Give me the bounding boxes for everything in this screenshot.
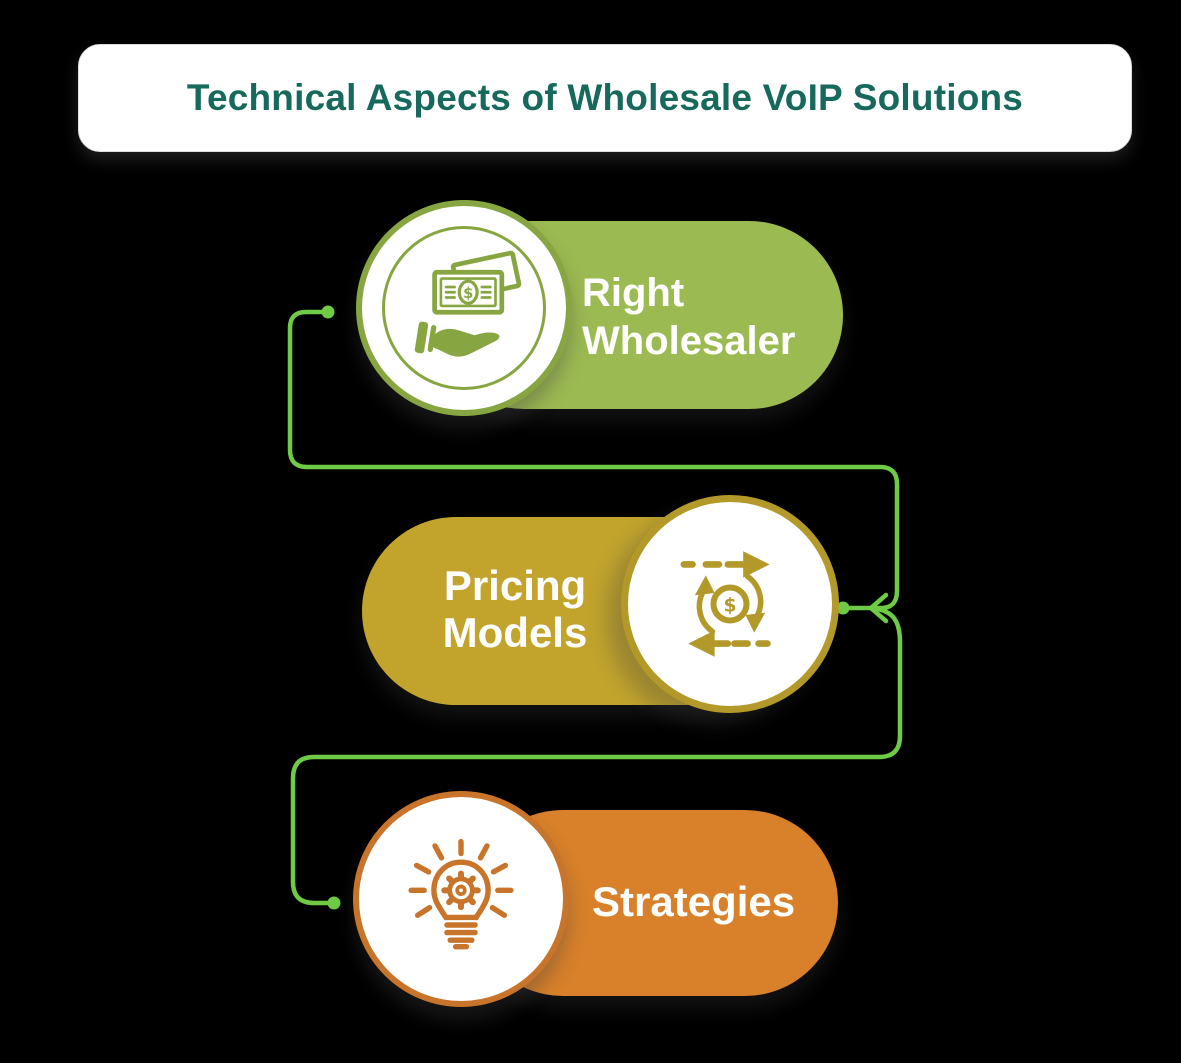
svg-text:$: $ — [723, 596, 736, 617]
pricing-models-label: Pricing Models — [442, 562, 588, 656]
pricing-models-badge: $ — [621, 495, 839, 713]
right-wholesaler-label: Right Wholesaler — [582, 271, 796, 363]
connector-dot-step3 — [327, 896, 341, 910]
page-title: Technical Aspects of Wholesale VoIP Solu… — [186, 77, 1024, 118]
title-card: Technical Aspects of Wholesale VoIP Solu… — [78, 44, 1132, 152]
idea-bulb-gear-icon — [408, 838, 514, 950]
dollar-exchange-icon: $ — [680, 551, 771, 657]
badge-inner-ring — [382, 226, 546, 390]
right-wholesaler-badge: $ — [356, 200, 572, 416]
connector-dot-step1 — [321, 305, 335, 319]
arrowhead-step2 — [868, 592, 889, 624]
strategies-badge — [353, 791, 569, 1007]
strategies-label: Strategies — [592, 878, 796, 925]
